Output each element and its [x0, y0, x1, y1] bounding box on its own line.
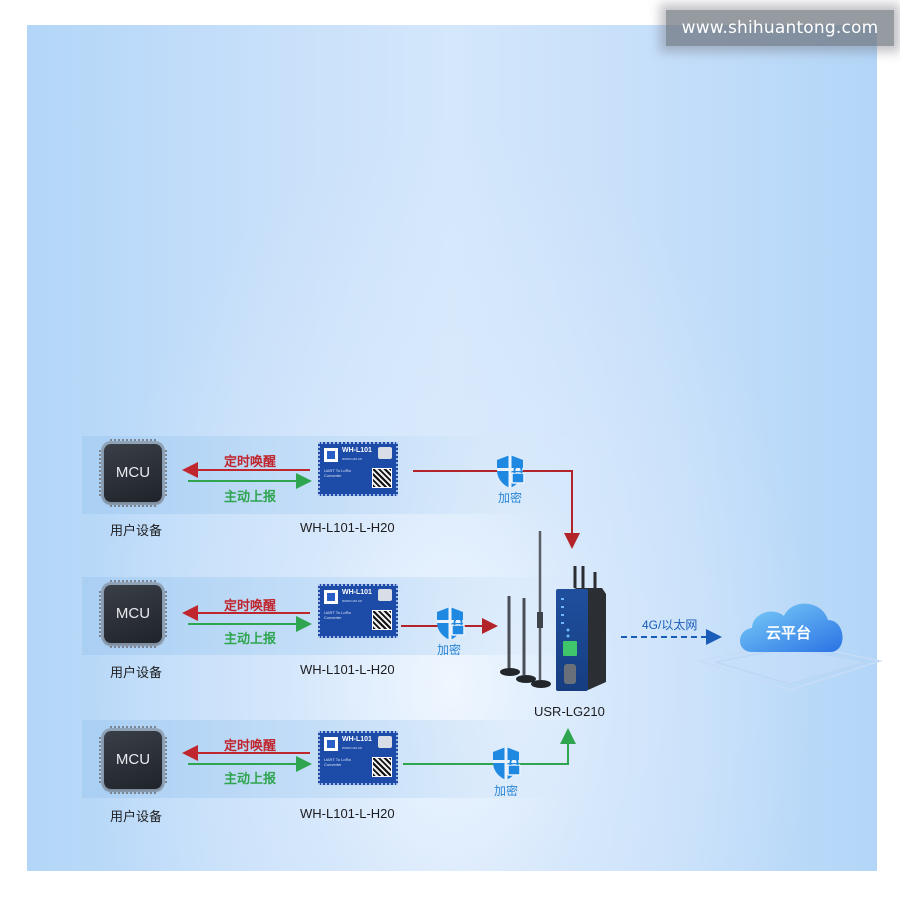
module-desc: UART To LoRa Converter	[324, 468, 351, 478]
module-site: www.usr.cn	[342, 745, 363, 750]
usr-logo-icon	[324, 590, 338, 604]
report-label: 主动上报	[224, 489, 277, 504]
wake-label: 定时唤醒	[224, 738, 277, 753]
watermark: www.shihuantong.com	[666, 10, 894, 46]
user-device-label: 用户设备	[110, 523, 163, 538]
antenna-icon	[531, 531, 551, 688]
wake-label: 定时唤醒	[224, 454, 277, 469]
user-device-label: 用户设备	[110, 665, 163, 680]
usr-logo-icon	[324, 737, 338, 751]
qr-code-icon	[372, 468, 392, 488]
gateway-label: USR-LG210	[534, 704, 605, 719]
module-chip-icon	[378, 736, 392, 748]
qr-code-icon	[372, 610, 392, 630]
lora-module-icon: WH-L101 www.usr.cn UART To LoRa Converte…	[318, 584, 398, 638]
gateway-device-icon	[556, 566, 606, 691]
shield-lock-icon	[437, 607, 465, 640]
cloud-label: 云平台	[766, 625, 812, 642]
network-label: 4G/以太网	[642, 618, 698, 632]
module-name: WH-L101	[342, 447, 372, 454]
qr-code-icon	[372, 757, 392, 777]
module-site: www.usr.cn	[342, 456, 363, 461]
module-model-label: WH-L101-L-H20	[300, 520, 395, 535]
shield-lock-icon	[493, 747, 521, 780]
encrypt-label: 加密	[498, 491, 523, 505]
report-label: 主动上报	[224, 771, 277, 786]
usr-logo-icon	[324, 448, 338, 462]
module-model-label: WH-L101-L-H20	[300, 806, 395, 821]
mcu-chip-icon: MCU	[99, 439, 167, 507]
encrypt-label: 加密	[494, 784, 519, 798]
module-site: www.usr.cn	[342, 598, 363, 603]
module-chip-icon	[378, 447, 392, 459]
uplink-path-1	[413, 470, 580, 549]
module-model-label: WH-L101-L-H20	[300, 662, 395, 677]
lora-module-icon: WH-L101 www.usr.cn UART To LoRa Converte…	[318, 442, 398, 496]
module-name: WH-L101	[342, 589, 372, 596]
encrypt-label: 加密	[437, 643, 462, 657]
wake-label: 定时唤醒	[224, 598, 277, 613]
user-device-label: 用户设备	[110, 809, 163, 824]
module-desc: UART To LoRa Converter	[324, 757, 351, 767]
report-label: 主动上报	[224, 631, 277, 646]
mcu-chip-icon: MCU	[99, 580, 167, 648]
uplink-path-3	[403, 728, 576, 765]
lora-module-icon: WH-L101 www.usr.cn UART To LoRa Converte…	[318, 731, 398, 785]
module-name: WH-L101	[342, 736, 372, 743]
module-chip-icon	[378, 589, 392, 601]
mcu-chip-icon: MCU	[99, 726, 167, 794]
cloud-platform-icon	[697, 603, 883, 691]
antenna-icon	[516, 598, 536, 683]
module-desc: UART To LoRa Converter	[324, 610, 351, 620]
shield-lock-icon	[497, 455, 525, 488]
antenna-icon	[500, 596, 520, 676]
